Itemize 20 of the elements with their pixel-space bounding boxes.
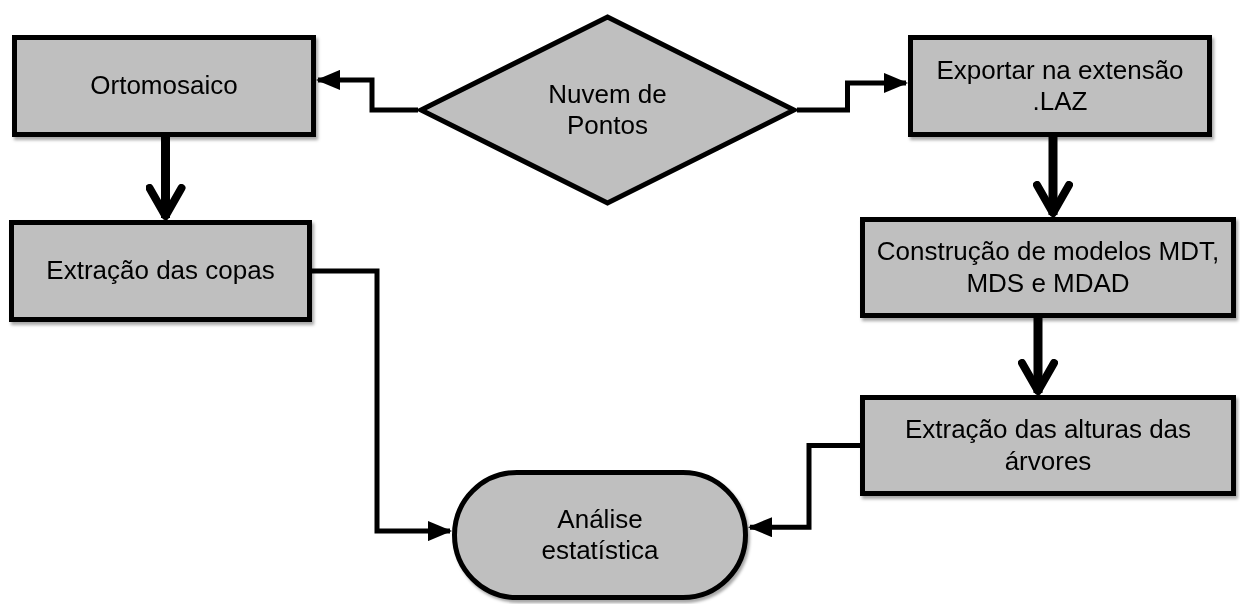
arrow	[748, 443, 860, 538]
process-box	[908, 35, 1212, 137]
arrow	[797, 72, 908, 113]
node-text: Extração das alturas das árvores	[903, 414, 1193, 477]
node-text: Extração das copas	[46, 255, 275, 287]
process-box	[12, 35, 316, 137]
node-text: Nuvem de Pontos	[547, 78, 668, 142]
node-text: Construção de modelos MDT, MDS e MDAD	[875, 236, 1221, 299]
process-box	[860, 395, 1236, 496]
process-box	[9, 220, 312, 322]
arrow	[312, 268, 452, 542]
arrow	[1033, 137, 1073, 217]
node-text: Análise estatística	[540, 503, 660, 567]
arrow	[1018, 318, 1058, 395]
arrow	[145, 137, 186, 220]
decision-diamond	[418, 14, 797, 206]
node-text: Ortomosaico	[90, 70, 238, 102]
process-box	[860, 217, 1236, 318]
node-text: Exportar na extensão .LAZ	[935, 54, 1185, 118]
arrow	[316, 69, 418, 113]
